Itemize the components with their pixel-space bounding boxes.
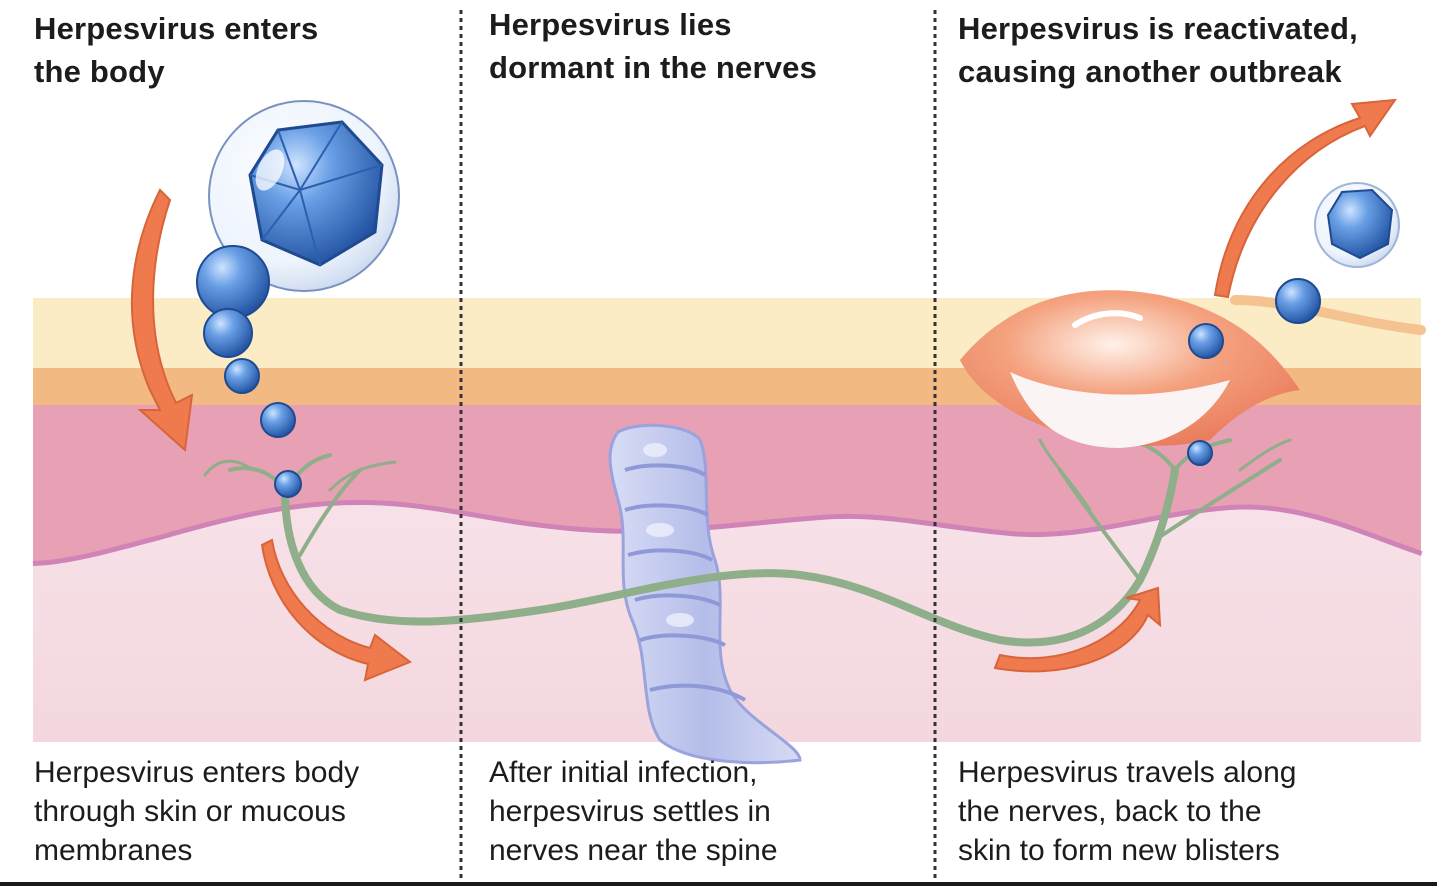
panel-1-caption: Herpesvirus enters body through skin or … [34, 753, 359, 870]
panel-3-heading: Herpesvirus is reactivated, causing anot… [958, 7, 1358, 93]
panel-1-heading: Herpesvirus enters the body [34, 7, 318, 93]
panel-2-heading: Herpesvirus lies dormant in the nerves [489, 3, 817, 89]
panel-3-caption: Herpesvirus travels along the nerves, ba… [958, 753, 1296, 870]
panel-2-caption: After initial infection, herpesvirus set… [489, 753, 778, 870]
